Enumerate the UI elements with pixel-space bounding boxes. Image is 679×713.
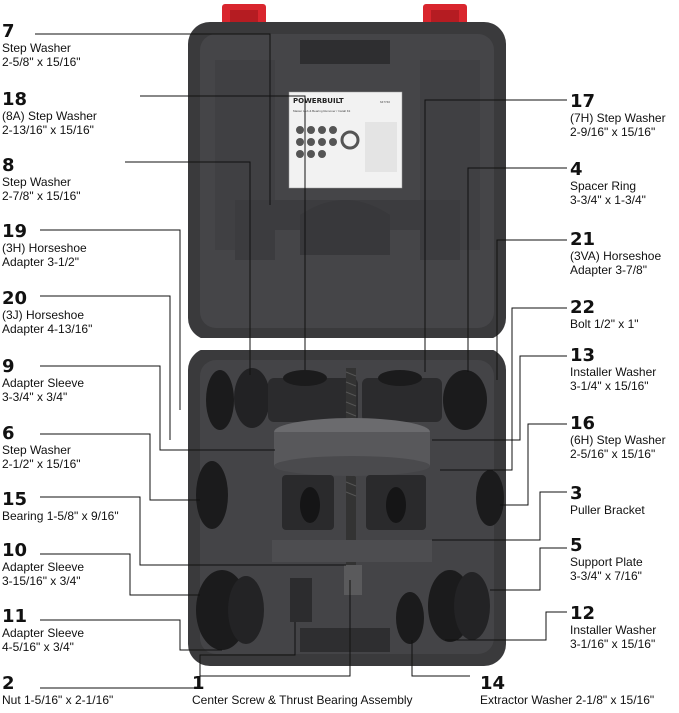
callout-15: 15 Bearing 1-5/8" x 9/16" [2, 490, 119, 524]
callout-number: 12 [570, 603, 596, 624]
callout-line: 3-15/16" x 3/4" [2, 573, 81, 588]
callout-line: (3VA) Horseshoe [570, 249, 662, 263]
callout-line: (7H) Step Washer [570, 111, 666, 125]
callout-number: 5 [570, 535, 583, 556]
callout-11: 11 Adapter Sleeve 4-5/16" x 3/4" [2, 607, 84, 655]
callout-line: 4-5/16" x 3/4" [2, 639, 74, 654]
callout-1: 1 Center Screw & Thrust Bearing Assembly [192, 674, 413, 708]
callout-line: Adapter Sleeve [2, 626, 85, 640]
callout-line: Adapter Sleeve [2, 560, 85, 574]
callout-12: 12 Installer Washer 3-1/16" x 15/16" [570, 604, 656, 652]
callout-18: 18 (8A) Step Washer 2-13/16" x 15/16" [2, 90, 97, 138]
callout-line: Adapter Sleeve [2, 376, 85, 390]
callout-number: 18 [2, 89, 28, 110]
callout-number: 4 [570, 159, 583, 180]
callout-20: 20 (3J) Horseshoe Adapter 4-13/16" [2, 289, 92, 337]
callout-line: Center Screw & Thrust Bearing Assembly [192, 693, 413, 707]
callout-2: 2 Nut 1-5/16" x 2-1/16" [2, 674, 113, 708]
callout-line: 3-1/4" x 15/16" [570, 378, 649, 393]
callout-line: 3-3/4" x 3/4" [2, 389, 68, 404]
callout-line: Step Washer [2, 41, 71, 55]
callout-number: 10 [2, 540, 28, 561]
callout-number: 17 [570, 91, 596, 112]
callout-8: 8 Step Washer 2-7/8" x 15/16" [2, 156, 81, 204]
callout-number: 9 [2, 356, 15, 377]
callout-line: Bearing 1-5/8" x 9/16" [2, 509, 119, 523]
callout-line: 3-1/16" x 15/16" [570, 636, 656, 651]
callout-line: Installer Washer [570, 365, 657, 379]
callout-line: Adapter 3-7/8" [570, 262, 647, 277]
callout-line: Spacer Ring [570, 179, 637, 193]
callout-4: 4 Spacer Ring 3-3/4" x 1-3/4" [570, 160, 646, 208]
brand-logo: POWERBUILT [293, 97, 344, 105]
callout-line: Bolt 1/2" x 1" [570, 317, 639, 331]
callout-line: (8A) Step Washer [2, 109, 97, 123]
card-part-number: 647740 [380, 100, 390, 104]
callout-number: 14 [480, 673, 506, 694]
callout-line: Support Plate [570, 555, 643, 569]
callout-line: 2-1/2" x 15/16" [2, 456, 81, 471]
callout-line: 2-5/8" x 15/16" [2, 54, 81, 69]
callout-22: 22 Bolt 1/2" x 1" [570, 298, 639, 332]
callout-16: 16 (6H) Step Washer 2-5/16" x 15/16" [570, 414, 666, 462]
callout-number: 19 [2, 221, 28, 242]
callout-21: 21 (3VA) Horseshoe Adapter 3-7/8" [570, 230, 661, 278]
callout-line: Adapter 4-13/16" [2, 321, 93, 336]
callout-line: Nut 1-5/16" x 2-1/16" [2, 693, 114, 707]
callout-number: 2 [2, 673, 15, 694]
callout-number: 8 [2, 155, 15, 176]
callout-number: 3 [570, 483, 583, 504]
callout-number: 22 [570, 297, 596, 318]
callout-number: 11 [2, 606, 28, 627]
callout-14: 14 Extractor Washer 2-1/8" x 15/16" [480, 674, 654, 708]
callout-line: (3J) Horseshoe [2, 308, 85, 322]
callout-line: 2-9/16" x 15/16" [570, 124, 656, 139]
callout-7: 7 Step Washer 2-5/8" x 15/16" [2, 22, 81, 70]
callout-number: 16 [570, 413, 596, 434]
callout-line: Puller Bracket [570, 503, 645, 517]
callout-number: 1 [192, 673, 205, 694]
callout-17: 17 (7H) Step Washer 2-9/16" x 15/16" [570, 92, 666, 140]
callout-line: Extractor Washer 2-1/8" x 15/16" [480, 693, 655, 707]
callout-number: 13 [570, 345, 596, 366]
callout-line: 2-5/16" x 15/16" [570, 446, 656, 461]
callout-line: 2-13/16" x 15/16" [2, 122, 94, 137]
callout-line: 2-7/8" x 15/16" [2, 188, 81, 203]
callout-line: (3H) Horseshoe [2, 241, 87, 255]
callout-6: 6 Step Washer 2-1/2" x 15/16" [2, 424, 81, 472]
callout-number: 20 [2, 288, 28, 309]
callout-line: 3-3/4" x 1-3/4" [570, 192, 646, 207]
callout-3: 3 Puller Bracket [570, 484, 645, 518]
callout-number: 6 [2, 423, 15, 444]
callout-5: 5 Support Plate 3-3/4" x 7/16" [570, 536, 643, 584]
callout-10: 10 Adapter Sleeve 3-15/16" x 3/4" [2, 541, 84, 589]
callout-number: 7 [2, 21, 15, 42]
callout-line: (6H) Step Washer [570, 433, 666, 447]
callout-number: 21 [570, 229, 596, 250]
callout-line: Step Washer [2, 175, 71, 189]
callout-13: 13 Installer Washer 3-1/4" x 15/16" [570, 346, 656, 394]
callout-line: Adapter 3-1/2" [2, 254, 79, 269]
callout-number: 15 [2, 489, 28, 510]
callout-line: 3-3/4" x 7/16" [570, 568, 642, 583]
callout-line: Step Washer [2, 443, 71, 457]
callout-19: 19 (3H) Horseshoe Adapter 3-1/2" [2, 222, 87, 270]
callout-9: 9 Adapter Sleeve 3-3/4" x 3/4" [2, 357, 84, 405]
callout-line: Installer Washer [570, 623, 657, 637]
card-title: Master Hub & Bearing Remover / Install K… [293, 109, 350, 113]
